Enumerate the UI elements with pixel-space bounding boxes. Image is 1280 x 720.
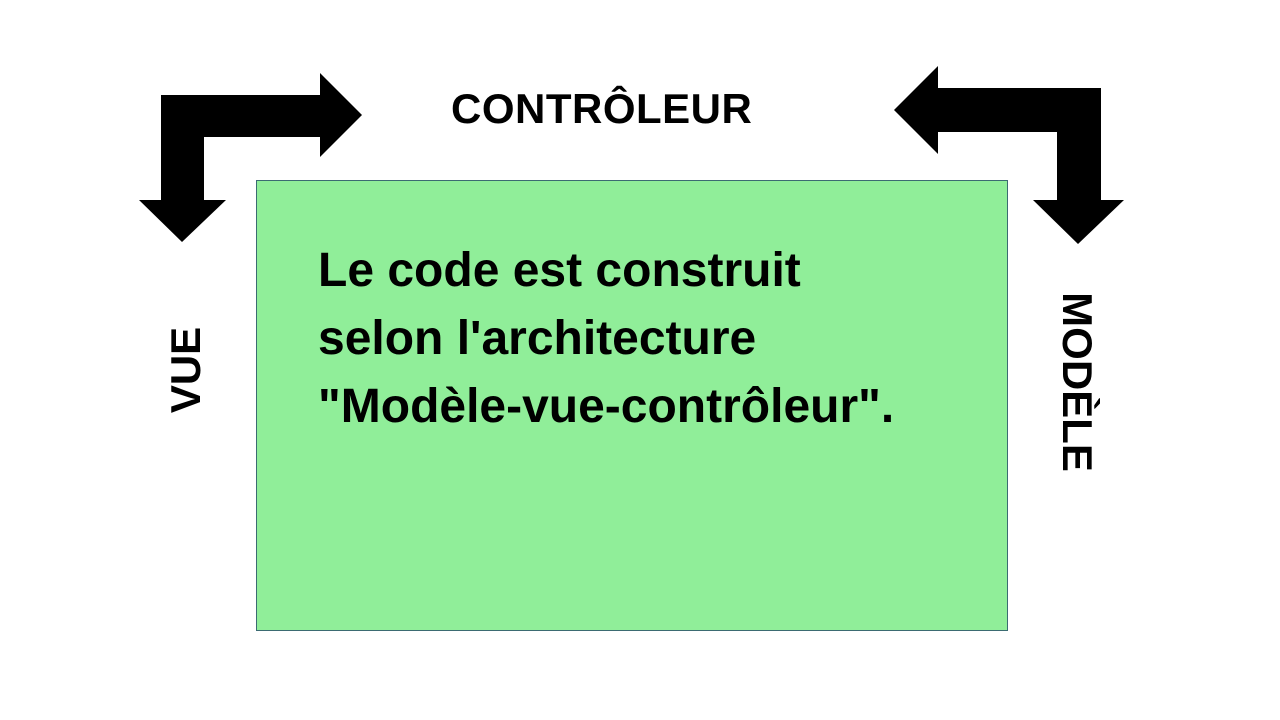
modele-label: MODÈLE — [1054, 292, 1101, 472]
controleur-modele-bent-arrow-icon — [894, 66, 1124, 244]
content-box: Le code est construit selon l'architectu… — [256, 180, 1008, 631]
vue-controleur-bent-arrow-icon — [139, 73, 362, 242]
vue-label: VUE — [162, 326, 209, 414]
box-text-line-1: Le code est construit — [318, 244, 801, 297]
box-text-line-3: "Modèle-vue-contrôleur". — [318, 380, 895, 433]
box-text-line-2: selon l'architecture — [318, 312, 757, 365]
controleur-label: CONTRÔLEUR — [451, 85, 753, 132]
box-text: Le code est construit selon l'architectu… — [318, 237, 998, 441]
